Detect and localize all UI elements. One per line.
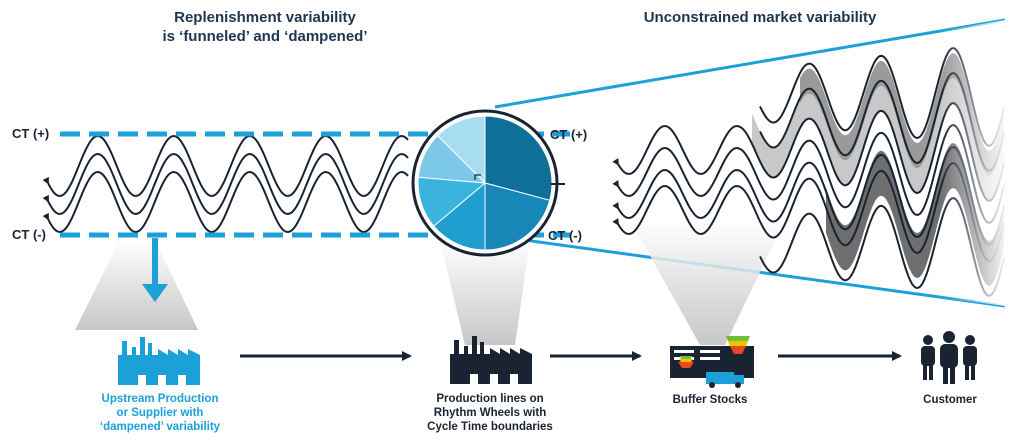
node-label-production: Production lines on Rhythm Wheels with C…	[400, 392, 580, 434]
node-label-line: Cycle Time boundaries	[427, 421, 553, 433]
market-wave-line	[612, 146, 1005, 246]
left-title-line1: Replenishment variability	[174, 9, 356, 26]
market-waves-group	[612, 20, 1005, 306]
node-label-buffer: Buffer Stocks	[640, 393, 780, 407]
node-label-customer: Customer	[890, 393, 1010, 407]
right-title: Unconstrained market variability	[643, 9, 877, 26]
cone-buffer	[630, 220, 785, 345]
node-label-line: ‘dampened’ variability	[99, 421, 221, 433]
down-arrow-head	[142, 284, 168, 302]
market-wave-line	[612, 162, 1005, 262]
wheel-segment	[484, 115, 553, 201]
market-wave-line	[612, 102, 1005, 202]
dampened-wave-line	[42, 152, 409, 216]
dampened-wave-line	[42, 134, 409, 198]
dampened-waves	[42, 134, 409, 234]
node-label-line: Buffer Stocks	[672, 394, 748, 406]
node-label-line: Customer	[923, 394, 977, 406]
factory-icon	[450, 336, 532, 384]
left-title: Replenishment variability is ‘funneled’ …	[135, 8, 395, 46]
node-label-line: Production lines on	[436, 393, 544, 405]
node-label-line: Upstream Production	[101, 393, 219, 405]
market-funnel-top-line	[494, 18, 1006, 109]
cone-upstream	[75, 240, 198, 330]
cone-production	[440, 240, 530, 345]
node-label-line: or Supplier with	[116, 407, 204, 419]
ct-plus-label-left: CT (+)	[12, 126, 50, 141]
ct-plus-label-wheel: CT (+)	[550, 127, 588, 142]
rhythm-wheel	[411, 109, 565, 257]
dampened-wave-line	[42, 170, 409, 234]
node-label-line: Rhythm Wheels with	[433, 407, 547, 419]
wheel-segment	[432, 181, 486, 251]
node-label-upstream: Upstream Production or Supplier with ‘da…	[70, 392, 250, 434]
left-title-line2: is ‘funneled’ and ‘dampened’	[162, 28, 368, 45]
wheel-segment	[436, 115, 486, 185]
market-band-mid	[800, 53, 1004, 176]
ct-minus-label-wheel: CT (-)	[548, 228, 582, 243]
wheel-segment	[484, 182, 551, 251]
ct-minus-label-left: CT (-)	[12, 227, 46, 242]
warehouse-icon	[670, 336, 754, 388]
factory-icon	[118, 337, 200, 385]
market-wave-line	[612, 124, 1005, 224]
people-icon	[921, 331, 977, 384]
